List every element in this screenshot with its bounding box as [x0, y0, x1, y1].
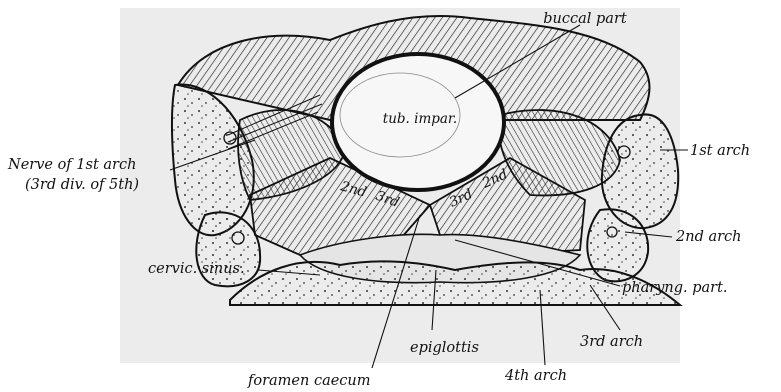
label-pharyng-part: pharyng. part. — [622, 280, 728, 296]
label-4th-arch: 4th arch — [504, 368, 567, 384]
label-foramen-caecum: foramen caecum — [247, 373, 371, 389]
label-cervic-sinus: cervic. sinus. — [148, 261, 245, 277]
label-nerve-line1: Nerve of 1st arch — [7, 157, 136, 173]
label-1st-arch: 1st arch — [690, 143, 750, 159]
label-tub-impar: tub. impar. — [383, 111, 457, 127]
label-epiglottis: epiglottis — [410, 340, 479, 356]
label-buccal-part: buccal part — [543, 11, 627, 27]
label-3rd-arch: 3rd arch — [580, 334, 643, 350]
label-2nd-arch: 2nd arch — [675, 229, 742, 245]
label-nerve-line2: (3rd div. of 5th) — [25, 177, 139, 193]
